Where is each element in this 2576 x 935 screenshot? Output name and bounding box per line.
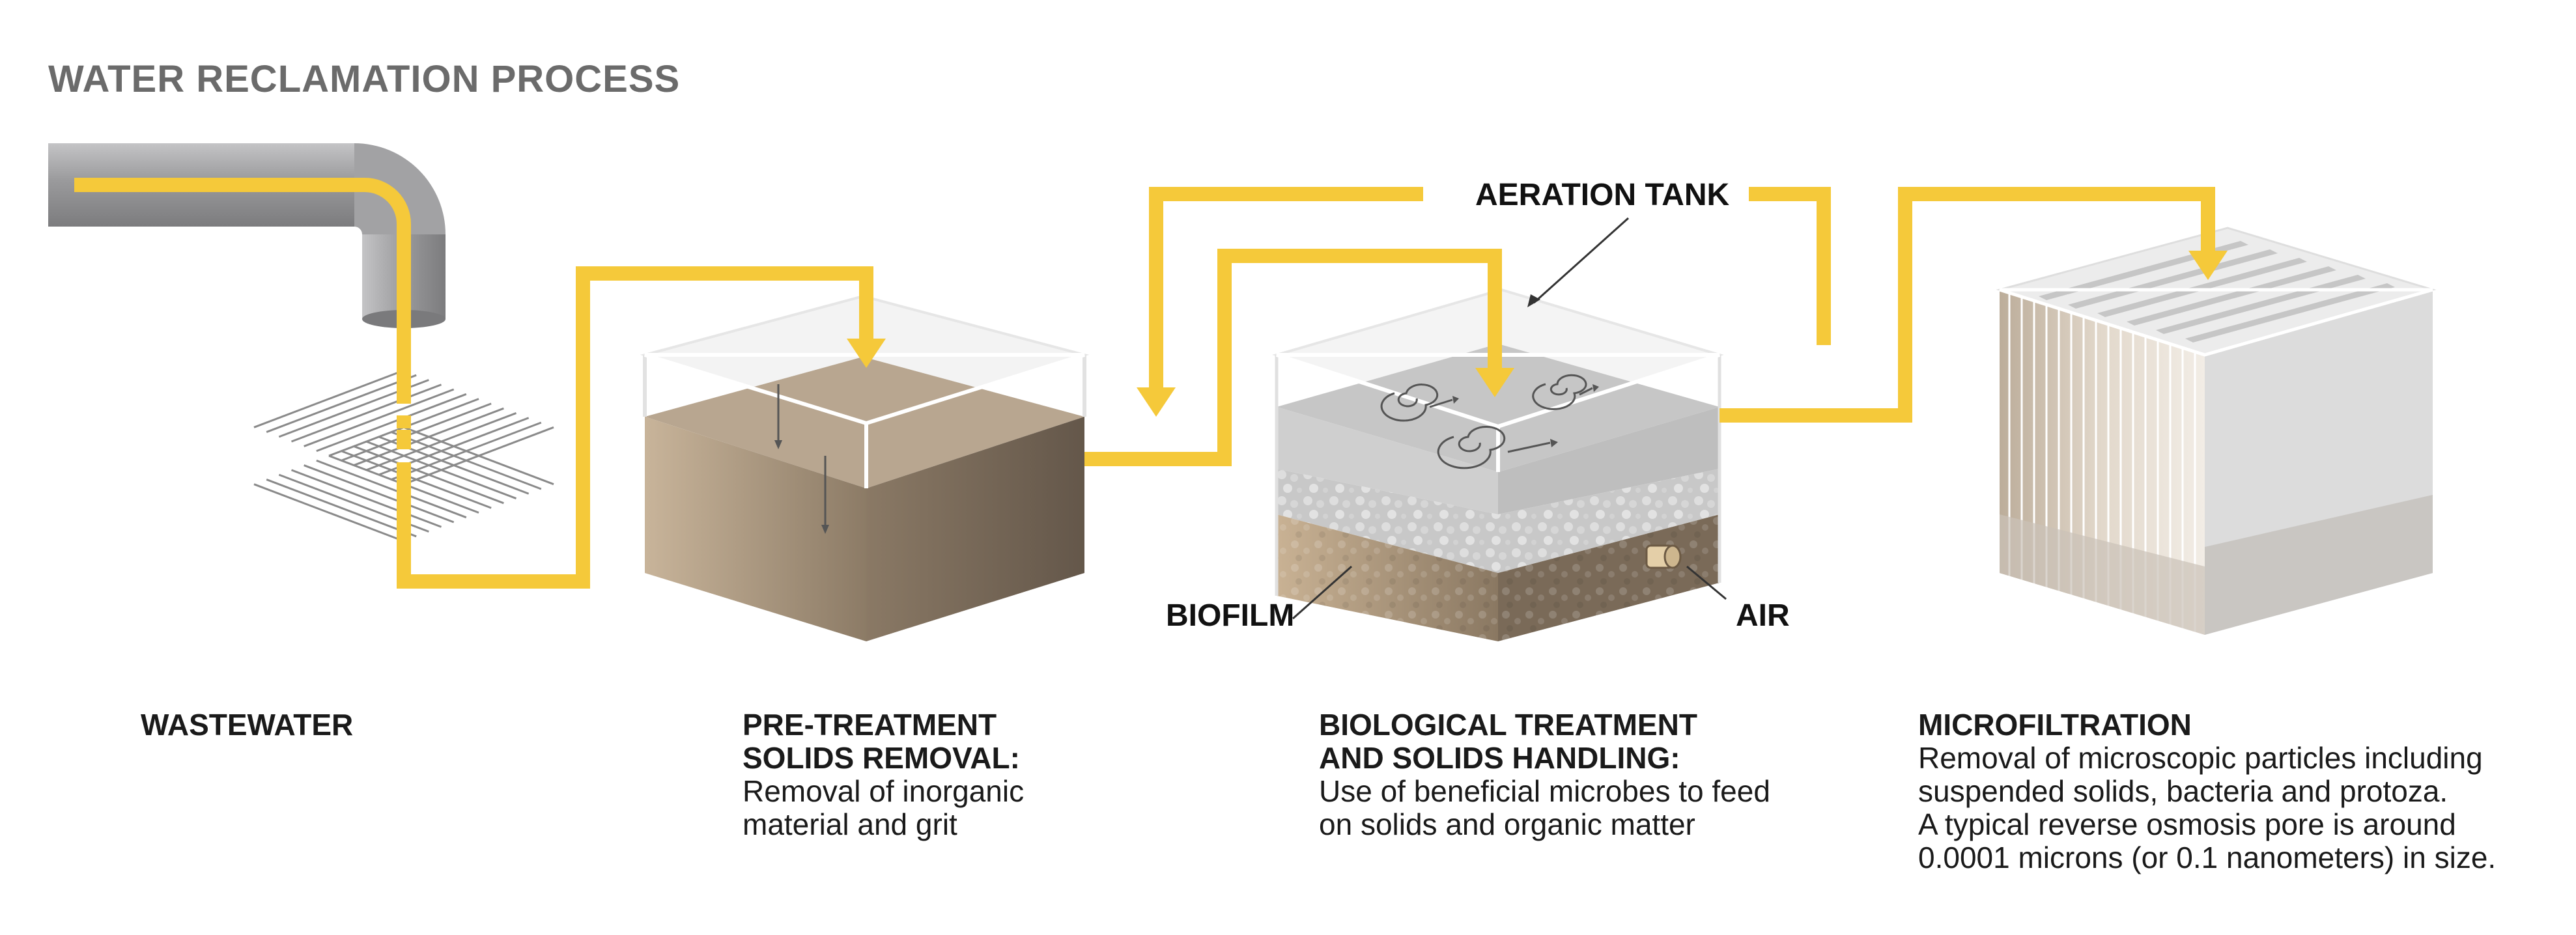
stage-description-line: on solids and organic matter — [1319, 807, 1695, 841]
stage-microfiltration: MICROFILTRATION Removal of microscopic p… — [1918, 708, 2496, 874]
stage-biological: BIOLOGICAL TREATMENT AND SOLIDS HANDLING… — [1319, 708, 1770, 841]
air-diffuser-icon — [1645, 544, 1682, 569]
stage-heading: WASTEWATER — [141, 708, 354, 742]
flow-arrowheads — [847, 251, 2228, 417]
callout-leaders — [1292, 217, 1727, 620]
callout-aeration-tank: AERATION TANK — [1475, 178, 1730, 212]
stage-description-line: Use of beneficial microbes to feed — [1319, 774, 1770, 808]
stage-description-line: suspended solids, bacteria and protoza. — [1918, 774, 2448, 808]
microfilter-block-icon — [1996, 227, 2437, 635]
stage-description-line: 0.0001 microns (or 0.1 nanometers) in si… — [1918, 841, 2497, 874]
stage-description-line: Removal of inorganic — [743, 774, 1025, 808]
pipe-icon — [48, 143, 446, 328]
stage-heading-line2: AND SOLIDS HANDLING: — [1319, 741, 1680, 775]
stage-heading: PRE-TREATMENT — [743, 708, 997, 742]
page-title: WATER RECLAMATION PROCESS — [48, 58, 681, 100]
stage-heading-line2: SOLIDS REMOVAL: — [743, 741, 1020, 775]
flow-line — [74, 178, 2215, 589]
callout-biofilm: BIOFILM — [1166, 598, 1295, 633]
callout-air: AIR — [1736, 598, 1790, 633]
stage-description-line: material and grit — [743, 807, 957, 841]
stage-heading: MICROFILTRATION — [1918, 708, 2192, 742]
aeration-leader-arrowhead — [1527, 294, 1540, 307]
stage-description-line: Removal of microscopic particles includi… — [1918, 741, 2483, 775]
stage-pretreatment: PRE-TREATMENT SOLIDS REMOVAL: Removal of… — [743, 708, 1024, 841]
stage-wastewater: WASTEWATER — [141, 708, 353, 742]
stage-description-line: A typical reverse osmosis pore is around — [1918, 807, 2456, 841]
sedimentation-tank-icon — [640, 294, 1090, 641]
flow-dashes — [397, 374, 411, 428]
stage-heading: BIOLOGICAL TREATMENT — [1319, 708, 1697, 742]
